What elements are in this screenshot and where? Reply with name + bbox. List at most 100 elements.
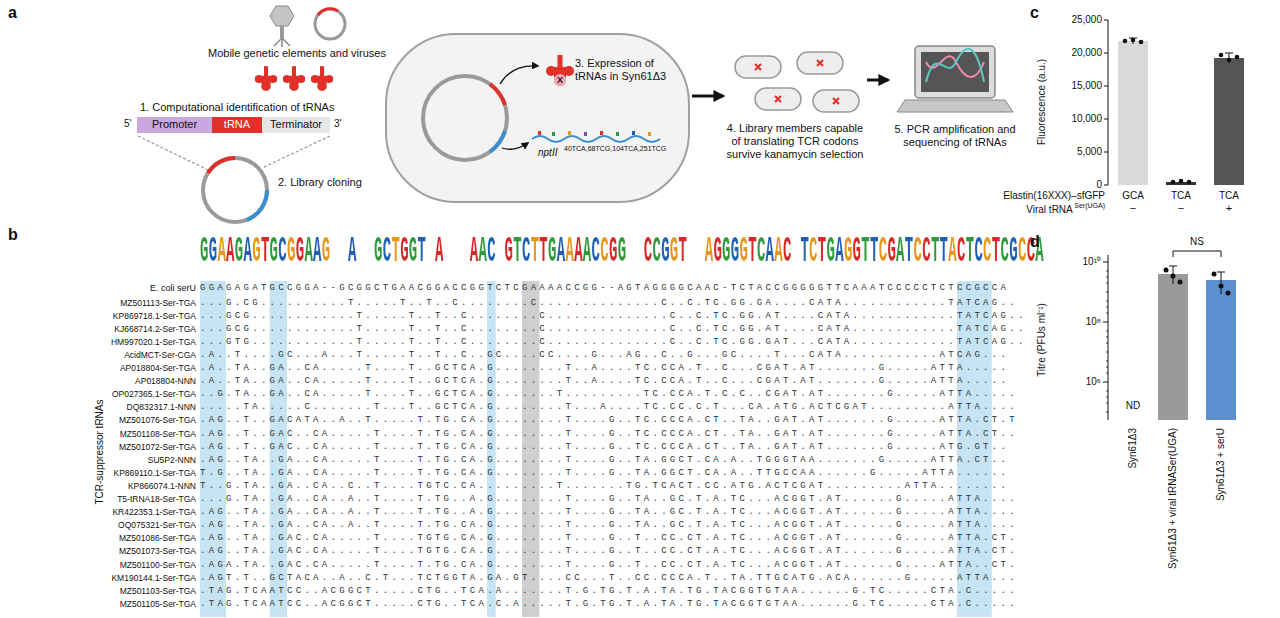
tick-label: 10,000: [1071, 113, 1102, 125]
sequence-name: E. coli serU: [150, 283, 196, 294]
sequencer-screen: [915, 46, 995, 98]
bar-chart-d-part: [1164, 268, 1169, 273]
bar-chart-c-part: [1123, 39, 1128, 44]
category-label: TCA: [1219, 190, 1239, 202]
sequence-name: MZ501113-Ser-TGA: [120, 298, 196, 308]
cell-plasmid-part: [490, 84, 505, 105]
trna-icons-part: [283, 66, 305, 91]
sequence-name: MZ501073-Ser-TGA: [119, 546, 196, 556]
sequencer-drawing: [890, 38, 1020, 123]
tick-label: 10⁸: [1086, 316, 1101, 328]
sequence-row: .A..T....GC...A...T.....T..T..C..GC....C…: [200, 351, 1009, 360]
codon-mark: X: [557, 75, 563, 86]
sequence-name: KR422353.1-Ser-TGA: [112, 507, 196, 517]
step-label: 2. Library cloning: [278, 176, 362, 189]
library-plasmid-part: [247, 190, 267, 220]
axis-title: Fluorescence (a.u.): [1036, 59, 1048, 145]
bar-chart-d-part: [1206, 280, 1236, 420]
cloning-lines: [138, 136, 330, 170]
cell-outline: [386, 34, 689, 202]
bar-chart-c-part: [1108, 20, 1109, 185]
sequence-row: .AGT.T..GCTACA..A..C.T...TCTGGTA.GA.GT..…: [200, 574, 1018, 583]
bar-chart-c-part: [1227, 58, 1232, 63]
sequence-row: .TAG.TCAATCC..ACGGCT.....CTG..TCA.C.A...…: [200, 600, 1018, 609]
tick-label: 10¹⁰: [1083, 256, 1101, 268]
flow-arrow: [867, 79, 888, 82]
library-plasmid-part: [203, 158, 267, 222]
bar-chart-d-part: [1171, 274, 1176, 279]
bar-chart-d-part: [1169, 266, 1225, 294]
cell-fill: [386, 34, 689, 202]
sequence-row: ...G.TA..GA..CA..A..T....T.TG..A.G......…: [200, 495, 1018, 504]
mrna-part: [600, 131, 603, 135]
bacterium: [735, 56, 781, 78]
category-label: −: [1178, 202, 1184, 215]
phage-icon-part: [280, 26, 284, 38]
bar-chart-c-part: [1118, 41, 1148, 185]
cell-plasmid: [423, 66, 538, 160]
bar-chart-d-part: [1103, 262, 1108, 382]
sequence-row: T.G..TA..GA..CA.....T....T.TG.CA.G......…: [200, 469, 1009, 478]
significance-label: NS: [1190, 236, 1204, 248]
sequence-name: AP018804-NNN: [135, 376, 196, 386]
mrna: [532, 131, 660, 142]
sequence-name: KP869718.1-Ser-TGA: [113, 311, 196, 321]
trna-icons: [255, 66, 333, 91]
bar-chart-c-part: [1104, 20, 1108, 185]
mrna-part: [584, 132, 587, 136]
tick-label: 5,000: [1077, 146, 1102, 158]
sequencer-icon: 5. PCR amplification and sequencing of t…: [890, 38, 1020, 149]
sequence-row: .AG..TA..GAC.CA.....T....TGTG.CA.G......…: [200, 547, 1018, 556]
mrna-part: [552, 132, 555, 136]
panel-letter: c: [1030, 3, 1039, 22]
row-superscript: Ser(UGA): [1074, 202, 1105, 210]
expressed-trna: [546, 55, 574, 86]
sequence-name: AcidMCT-Ser-CGA: [124, 350, 196, 360]
cell-cluster: 4. Library members capable of translatin…: [725, 48, 865, 162]
bar-chart-c: [1104, 20, 1244, 185]
step-label: 5. PCR amplification and sequencing of t…: [890, 123, 1020, 149]
tick-label: 15,000: [1071, 80, 1102, 92]
gene-superscript: 40TCA,68TCG,104TCA,251TCG: [564, 145, 666, 153]
category-label: −: [1130, 202, 1136, 215]
expressed-trna-part: [554, 74, 566, 86]
trna-mark: [775, 96, 781, 102]
sequence-row: ...GCG............T.....T..T..C........C…: [200, 325, 1027, 334]
sequence-row: .....TA.....C.......T...T..GCTCA.G......…: [200, 403, 1018, 412]
bar-chart-d-part: [1212, 272, 1217, 277]
category-label: Syn61Δ3: [1127, 428, 1139, 469]
tick-label: 0: [1096, 179, 1102, 191]
sequence-name: MZ501103-Ser-TGA: [120, 586, 196, 596]
sequence-name: HM997020.1-Ser-TGA: [111, 337, 196, 347]
cell-shape: 3. Expression of tRNAs in Syn61Δ3: [385, 33, 690, 203]
sequence-name: T5-tRNA18-Ser-TGA: [117, 494, 196, 504]
trna-mark: [833, 98, 839, 104]
mrna-part: [568, 131, 571, 135]
sequence-row: .AG..T..GAC..CA.....T....T.TG.CA.G......…: [200, 443, 1009, 452]
mrna-part: [538, 131, 541, 135]
category-label: TCA: [1171, 190, 1191, 202]
mrna-part: [532, 136, 660, 142]
bar-chart-c-part: [1171, 180, 1176, 185]
sequence-name: KP866074.1-NNN: [128, 481, 196, 491]
bar-chart-d: [1103, 251, 1236, 420]
trna-mark: [817, 60, 823, 66]
sequence-row: .AG..T..GAC..CA.....T....T.TG.CA.G......…: [200, 430, 1018, 439]
sequence-name: SU5P2-NNN: [148, 455, 196, 465]
cloning-lines-part: [138, 136, 330, 170]
phage-icon: [270, 6, 294, 47]
plasmid-icon-part: [318, 9, 338, 15]
trna-icons-part: [255, 66, 277, 91]
phage-icon-part: [270, 6, 294, 26]
node-text: tRNA: [216, 118, 258, 131]
category-label: Syn61Δ3 + serU: [1215, 428, 1227, 501]
cell-plasmid-part: [500, 66, 538, 84]
sequence-row: .A..TA..GA..CA.....T....T..GCTCA.G......…: [200, 364, 1009, 373]
axis-title: Titre (PFUs ml⁻¹): [1036, 303, 1048, 377]
dna-helix: [926, 49, 984, 82]
bar-chart-d-part: [1173, 251, 1221, 257]
sequence-name: DQ832317.1-NNN: [127, 402, 196, 412]
panel-letter: d: [1030, 232, 1040, 251]
tick-label: 25,000: [1071, 14, 1102, 26]
